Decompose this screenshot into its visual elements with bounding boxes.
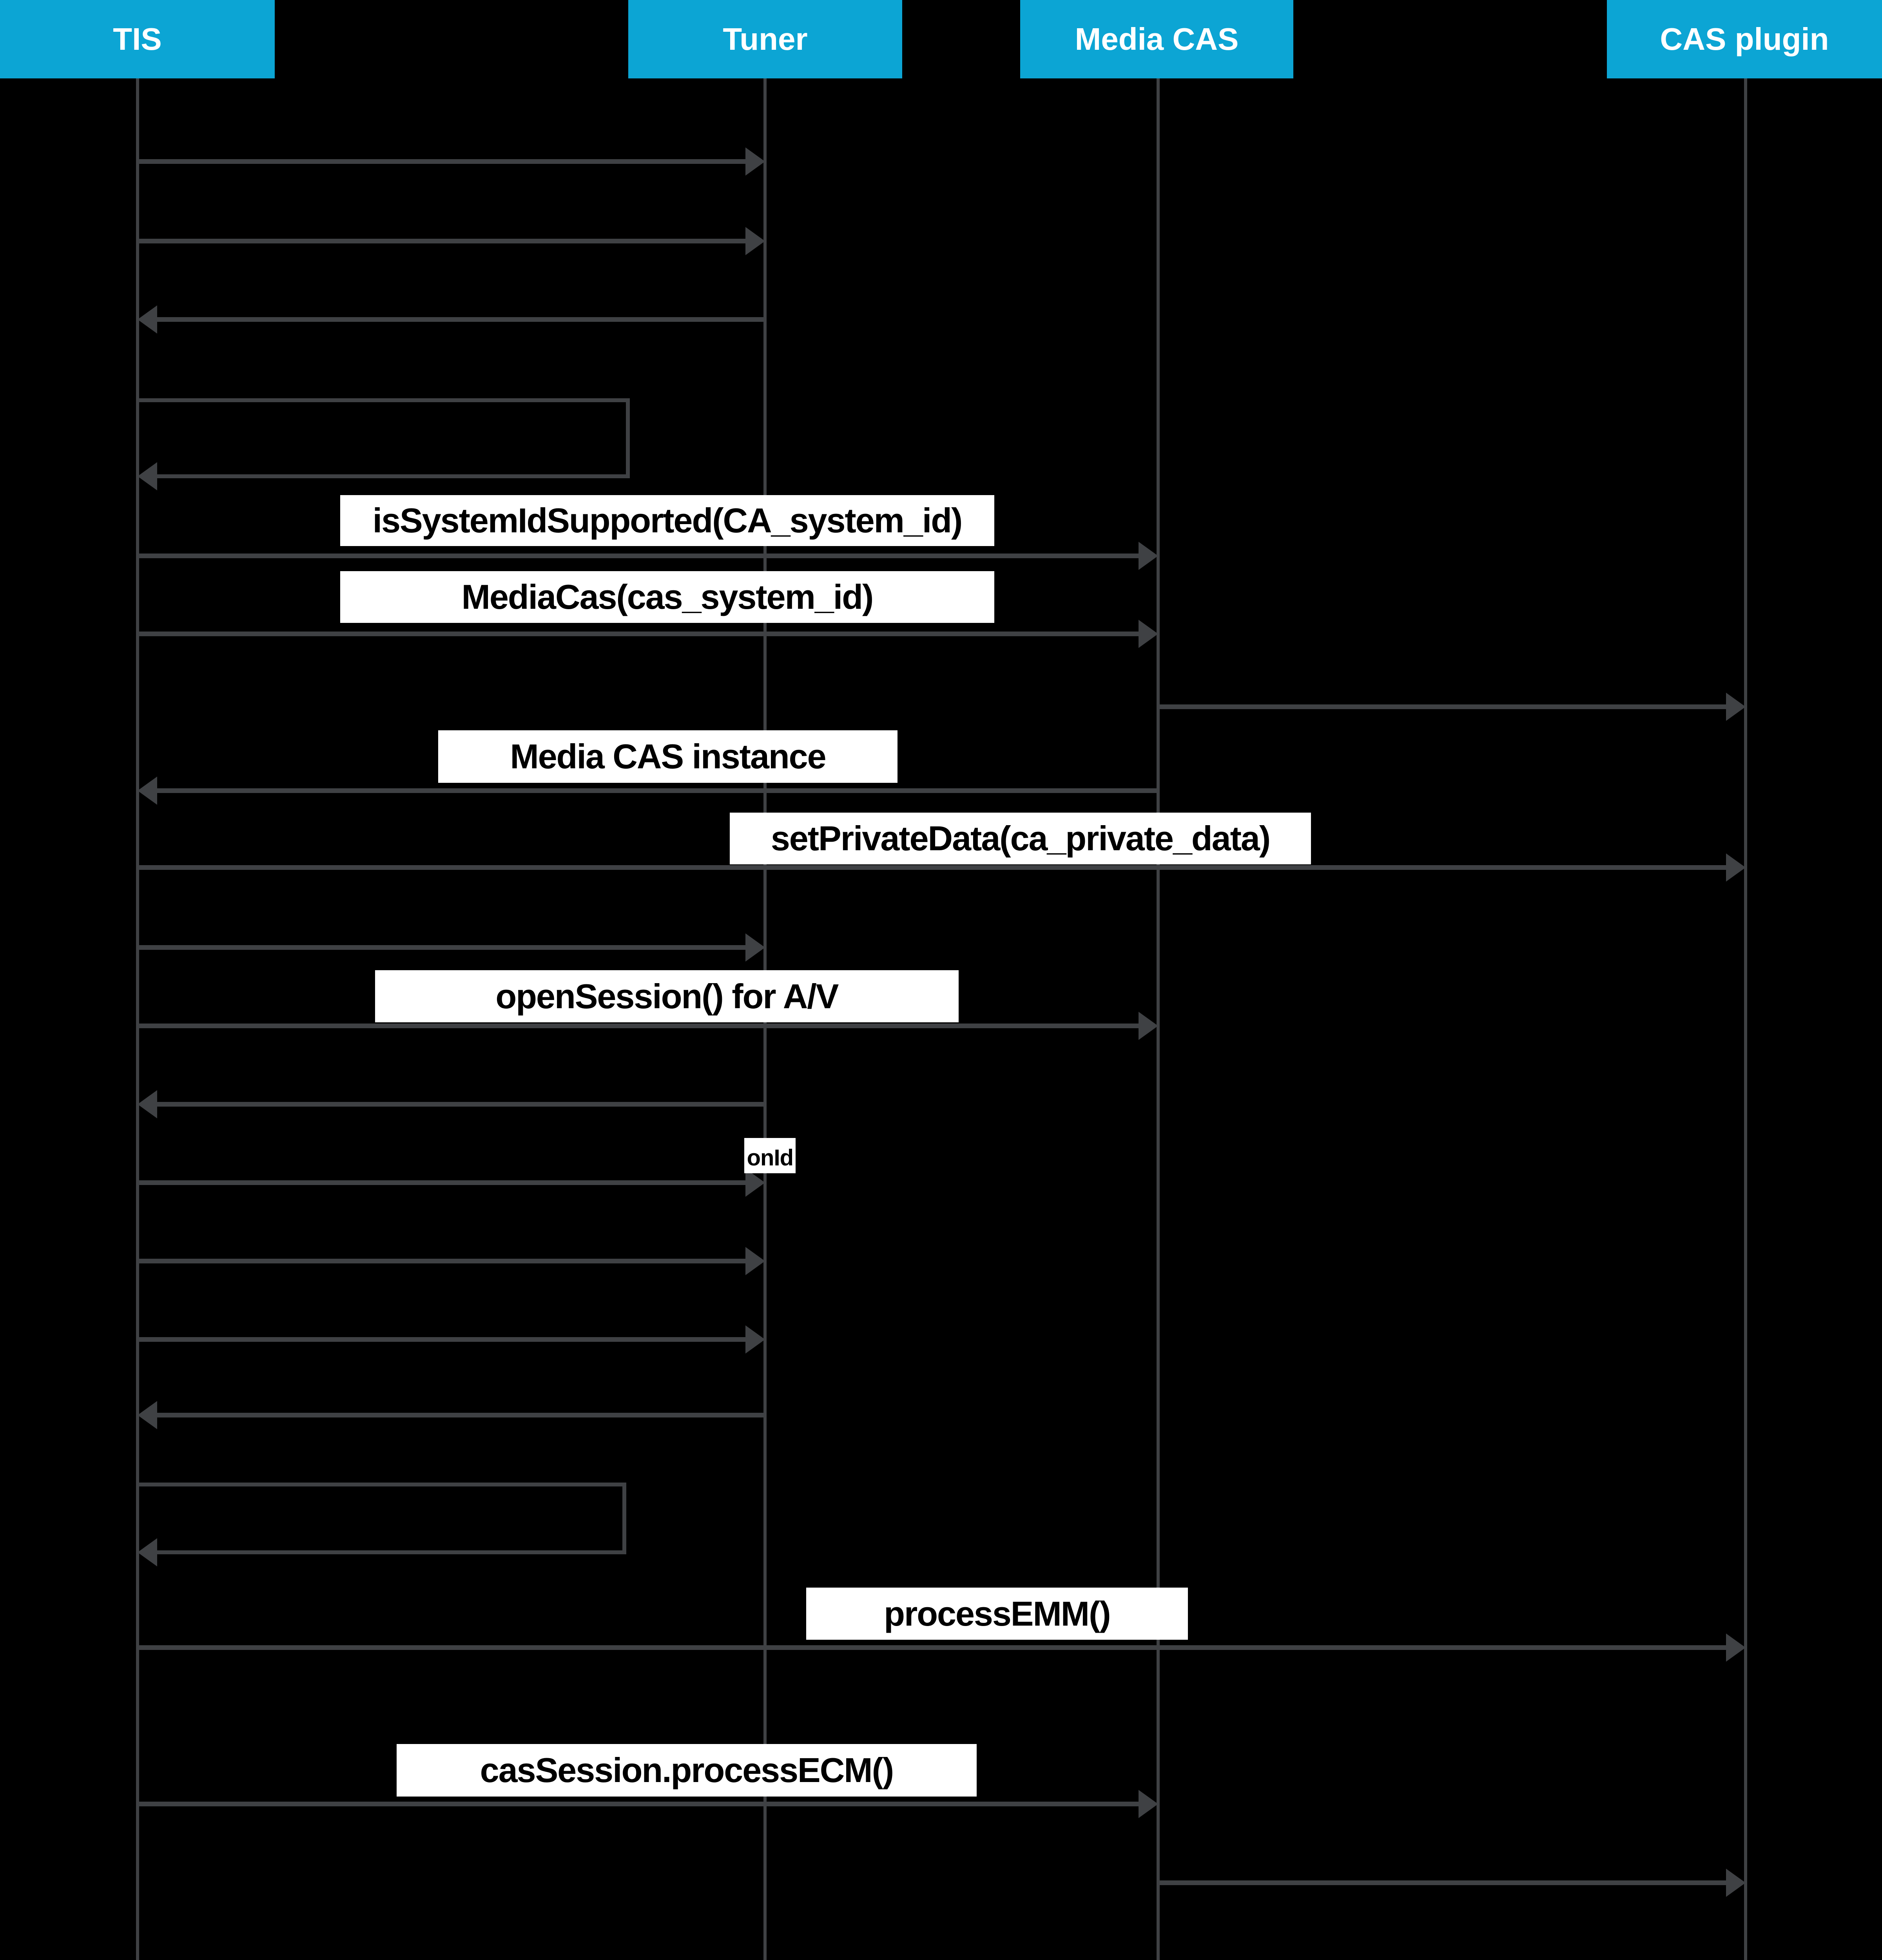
self-message-right-line [622,1483,626,1554]
message-line [138,945,750,950]
self-message-top-line [138,1483,626,1486]
message-label-text: MediaCas(cas_system_id) [461,577,874,616]
message-line [138,554,1143,558]
message-label: isSystemIdSupported(CA_system_id) [340,495,994,546]
arrowhead-icon [745,1247,765,1275]
arrowhead-icon [745,147,765,176]
actor-header-top-tuner: Tuner [628,0,902,78]
message-line [152,1102,765,1107]
message-label: processEMM() [806,1588,1188,1640]
actor-name-label: CAS plugin [1660,22,1829,56]
arrowhead-icon [1139,542,1158,570]
message-line [1158,704,1731,709]
message-line [138,1645,1731,1650]
message-label-text: openSession() for A/V [495,976,839,1016]
arrowhead-icon [1139,1012,1158,1040]
arrowhead-icon [745,933,765,962]
message-line [138,1802,1143,1806]
arrowhead-icon [138,777,157,805]
arrowhead-icon [138,305,157,334]
message-label-text: Media CAS instance [510,737,826,776]
message-label: openSession() for A/V [375,970,959,1022]
message-label: setPrivateData(ca_private_data) [730,813,1311,864]
self-message-right-line [626,398,630,478]
message-line [138,239,750,243]
message-line [138,1259,750,1263]
arrowhead-icon [745,227,765,255]
arrowhead-icon [1726,853,1746,882]
arrowhead-icon [138,1090,157,1118]
arrowhead-icon [138,1538,157,1566]
actor-header-top-tis: TIS [0,0,275,78]
message-label: casSession.processECM() [397,1744,977,1797]
message-line [138,865,1731,870]
actor-name-label: Tuner [723,22,808,56]
actor-name-label: TIS [113,22,162,56]
self-message-bottom-line [152,1550,626,1554]
lifeline-tis [136,78,139,1960]
message-label-text: processEMM() [884,1594,1111,1633]
self-message-top-line [138,398,630,402]
message-label-text: onId [747,1145,794,1171]
message-label: onId [744,1138,796,1173]
arrowhead-icon [1139,1790,1158,1818]
message-line [138,1180,750,1185]
message-label-text: casSession.processECM() [480,1751,894,1789]
lifeline-cas-plugin [1744,78,1747,1960]
arrowhead-icon [745,1169,765,1197]
arrowhead-icon [1726,693,1746,721]
message-line [138,1337,750,1342]
arrowhead-icon [745,1325,765,1354]
message-line [152,317,765,322]
message-line [152,1413,765,1417]
actor-name-label: Media CAS [1075,22,1239,56]
message-label: MediaCas(cas_system_id) [340,571,994,623]
lifeline-media-cas [1157,78,1160,1960]
arrowhead-icon [1139,620,1158,648]
self-message-bottom-line [152,474,630,478]
actor-header-top-cas-plugin: CAS plugin [1607,0,1882,78]
message-line [138,159,750,164]
message-label: Media CAS instance [438,730,897,783]
message-line [138,632,1143,636]
arrowhead-icon [138,462,157,490]
actor-header-top-media-cas: Media CAS [1020,0,1293,78]
arrowhead-icon [1726,1633,1746,1662]
arrowhead-icon [1726,1869,1746,1897]
message-line [152,788,1158,793]
message-label-text: setPrivateData(ca_private_data) [771,819,1271,858]
arrowhead-icon [138,1401,157,1429]
message-label-text: isSystemIdSupported(CA_system_id) [372,501,963,540]
message-line [1158,1880,1731,1885]
message-line [138,1024,1143,1028]
